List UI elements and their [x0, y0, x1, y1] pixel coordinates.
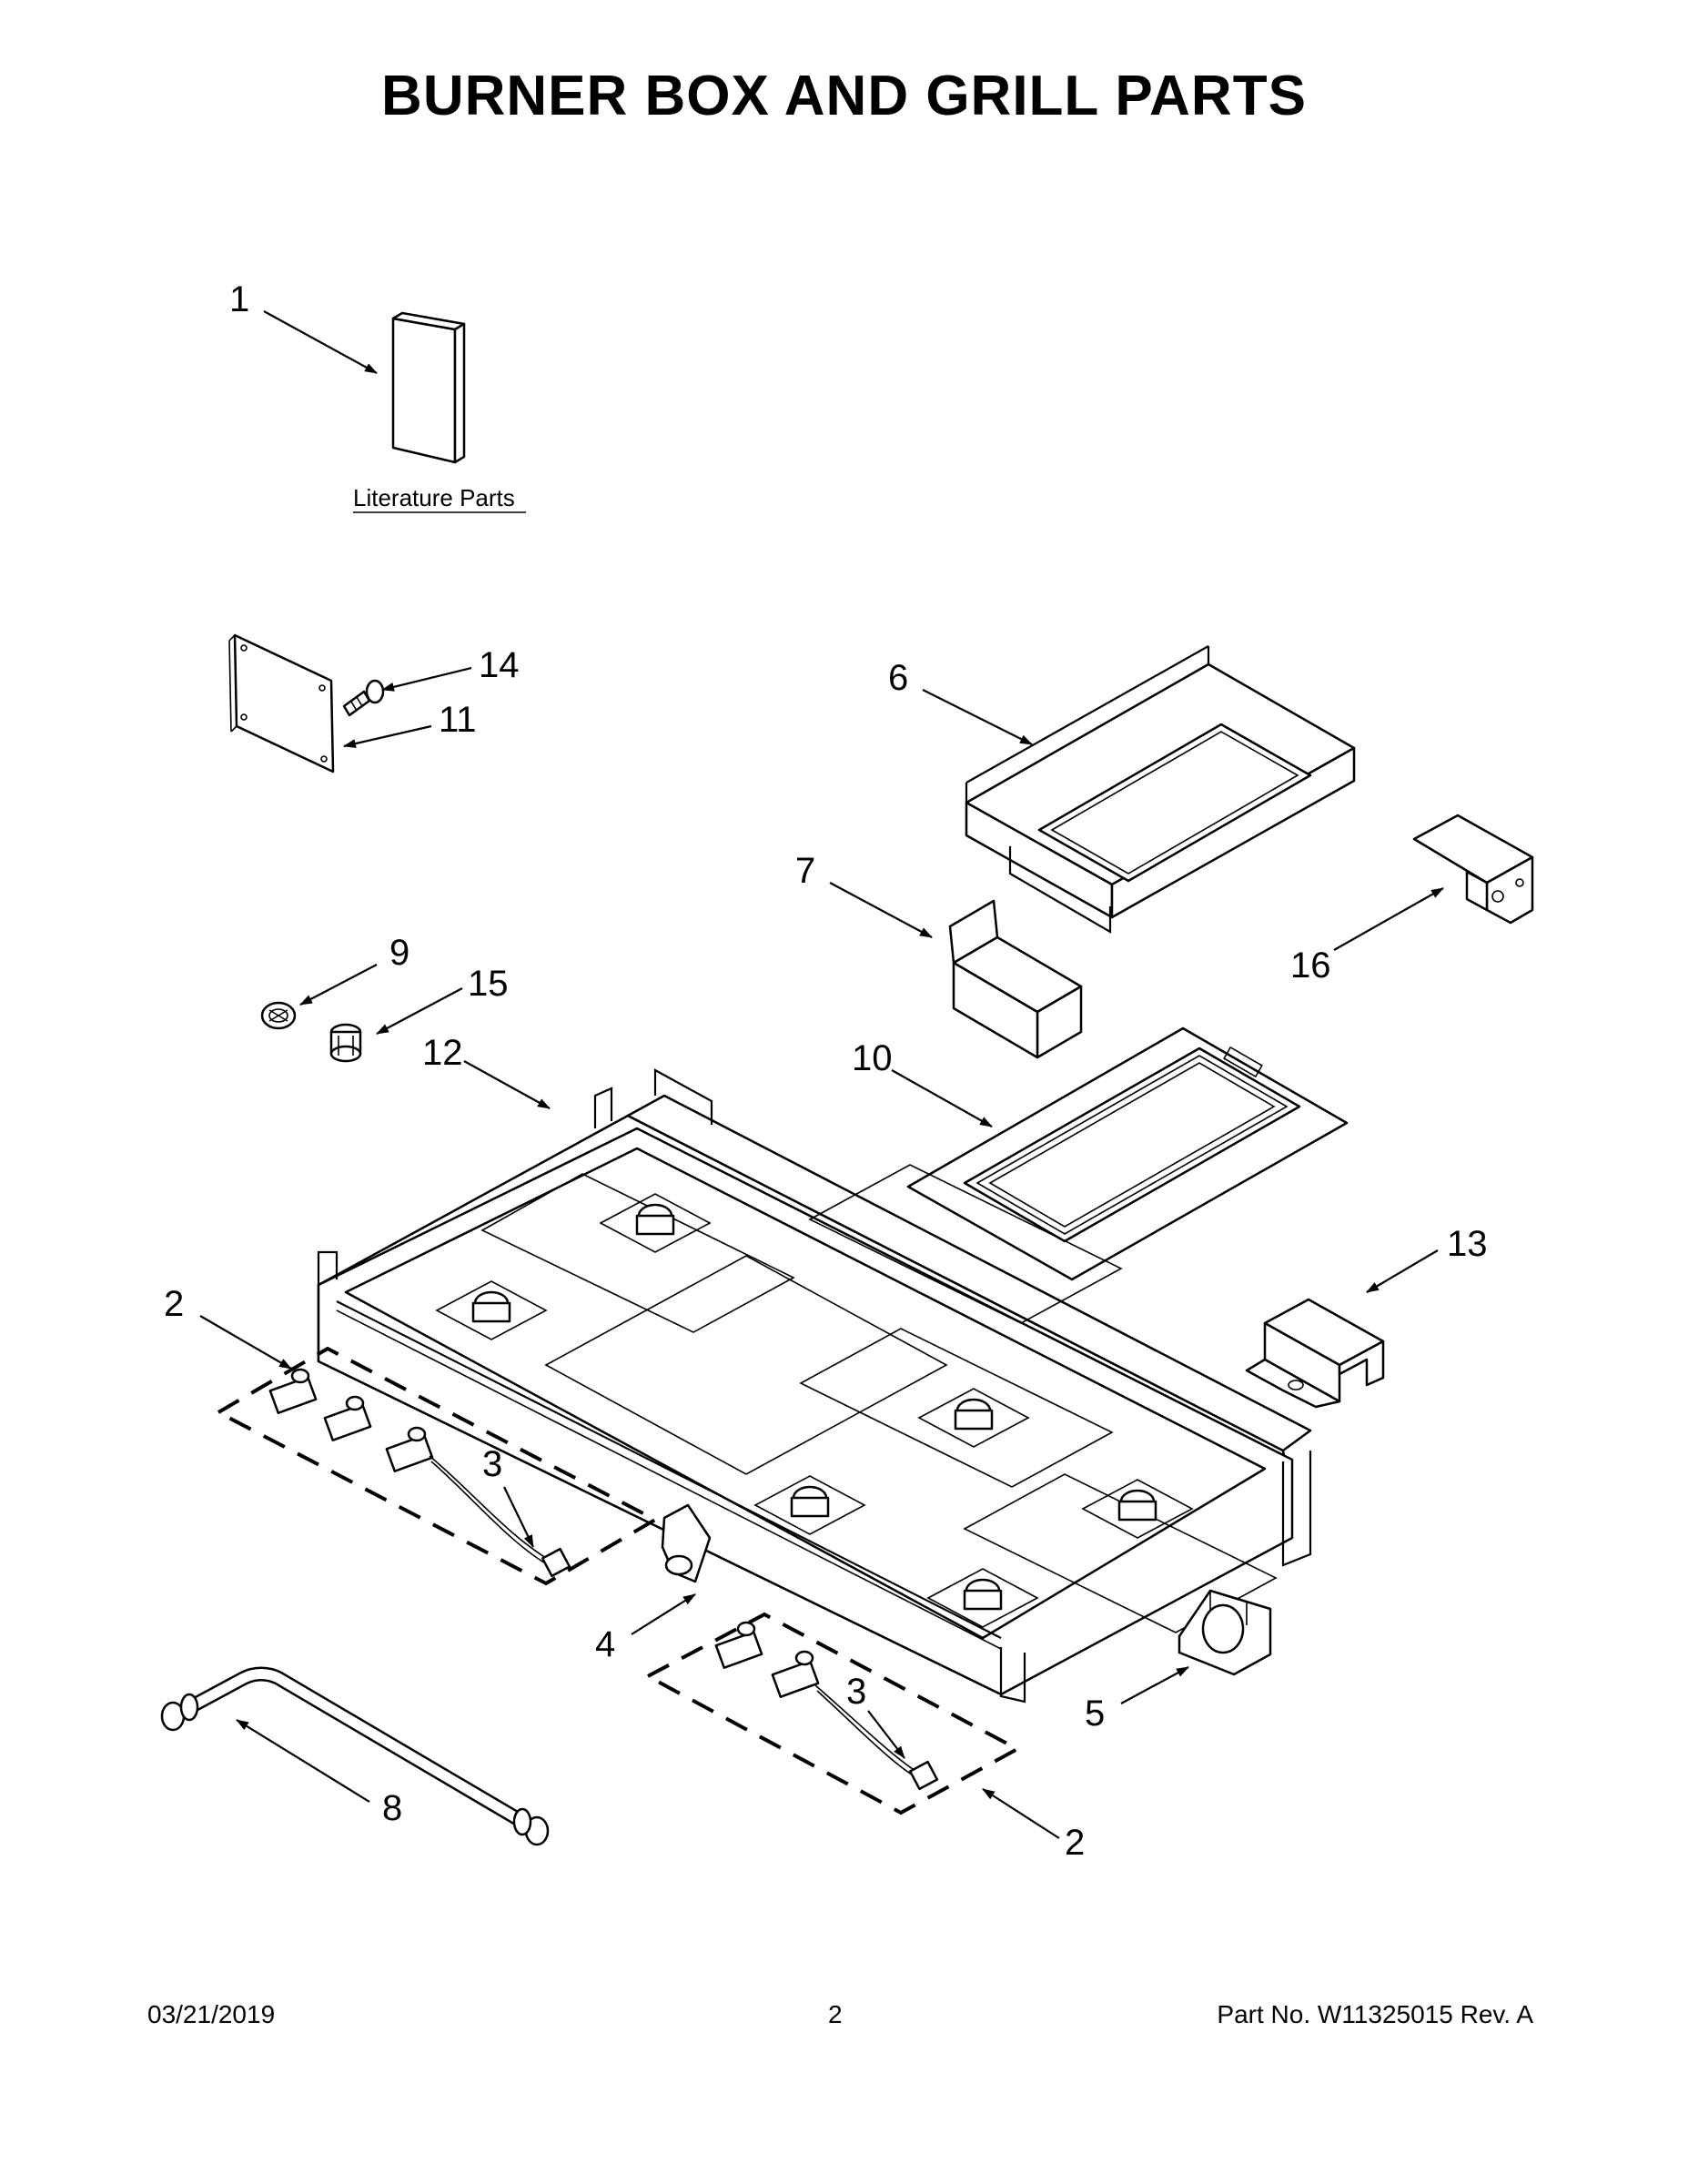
- burner-mount-3: [753, 1475, 866, 1535]
- valve-2: [323, 1395, 372, 1441]
- burner-box-part-12: [317, 1068, 1312, 1704]
- griddle-pan-part-10: [906, 1026, 1349, 1281]
- callout-3-left: 3: [482, 1444, 502, 1484]
- burner-mount-2: [599, 1193, 712, 1253]
- callout-8: 8: [382, 1788, 402, 1828]
- footer-part-number: Part No. W11325015 Rev. A: [1217, 2000, 1533, 2028]
- callout-2-left: 2: [164, 1284, 184, 1324]
- fitting-part-15: [329, 1023, 362, 1063]
- callout-3-right: 3: [846, 1672, 866, 1712]
- callout-4: 4: [595, 1624, 615, 1664]
- callout-7: 7: [795, 851, 815, 891]
- callout-1: 1: [229, 279, 249, 319]
- valve-1: [268, 1368, 318, 1414]
- valve-group-right-outline: [643, 1612, 1022, 1815]
- knob-part-9: [260, 1001, 297, 1030]
- plate-part-11: [228, 633, 335, 774]
- valve-5: [771, 1650, 820, 1698]
- footer-page-number: 2: [828, 2000, 843, 2028]
- callout-14: 14: [479, 645, 520, 685]
- callout-9: 9: [389, 933, 409, 973]
- burner-mount-4: [917, 1388, 1030, 1448]
- callout-11: 11: [439, 700, 477, 740]
- callout-6: 6: [888, 658, 908, 698]
- callout-16: 16: [1290, 945, 1331, 986]
- grommet-plate-part-4: [661, 1503, 712, 1583]
- valve-group-left-outline: [214, 1346, 660, 1586]
- burner-mount-5: [926, 1568, 1039, 1628]
- literature-parts-label: Literature Parts: [353, 484, 515, 511]
- valve-4: [714, 1621, 763, 1669]
- leader-arrows: [199, 310, 1444, 1839]
- screw-part-14: [342, 679, 385, 717]
- footer-date: 03/21/2019: [147, 2000, 276, 2028]
- valve-3: [385, 1426, 434, 1472]
- callout-2-right: 2: [1065, 1823, 1085, 1863]
- valve-assembly-left: [268, 1368, 571, 1578]
- callout-5: 5: [1085, 1694, 1105, 1734]
- grill-tray-part-6: [965, 645, 1356, 934]
- bracket-part-13: [1245, 1298, 1385, 1409]
- callout-10: 10: [852, 1038, 893, 1078]
- burner-mount-6: [1081, 1479, 1194, 1539]
- callout-15: 15: [468, 964, 509, 1004]
- igniter-module-part-5: [1178, 1589, 1272, 1676]
- gas-tube-part-8: [160, 1666, 550, 1846]
- valve-assembly-right: [714, 1621, 939, 1791]
- drip-box-part-7: [948, 899, 1083, 1059]
- callout-13: 13: [1447, 1224, 1488, 1264]
- bracket-part-16: [1412, 814, 1534, 925]
- literature-booklet: [391, 311, 466, 464]
- callout-12: 12: [422, 1033, 463, 1073]
- page-title: BURNER BOX AND GRILL PARTS: [381, 65, 1307, 127]
- burner-mount-1: [435, 1280, 548, 1340]
